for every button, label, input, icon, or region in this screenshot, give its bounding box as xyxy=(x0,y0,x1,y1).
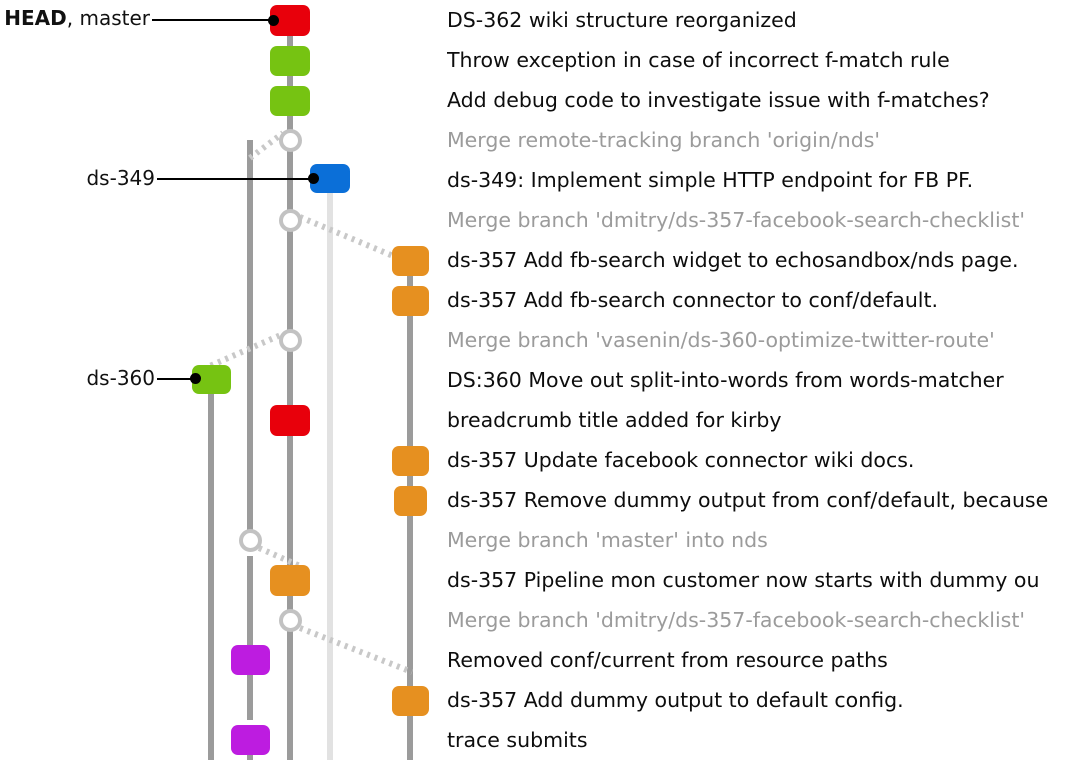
ref-leader-line xyxy=(157,178,314,180)
ref-anchor-dot xyxy=(308,173,319,184)
commit-message-row[interactable]: ds-357 Update facebook connector wiki do… xyxy=(447,448,915,472)
commit-node-magenta[interactable] xyxy=(231,645,270,675)
graph-edges xyxy=(194,36,414,760)
commit-message-row[interactable]: ds-357 Add fb-search connector to conf/d… xyxy=(447,288,939,312)
commit-node-orange[interactable] xyxy=(392,286,429,316)
commit-message-row[interactable]: Add debug code to investigate issue with… xyxy=(447,88,990,112)
commit-node-green[interactable] xyxy=(270,86,310,116)
commit-node-green[interactable] xyxy=(270,46,310,76)
merge-node-ring[interactable] xyxy=(239,529,262,552)
commit-message-row[interactable]: Removed conf/current from resource paths xyxy=(447,648,888,672)
merge-node-ring[interactable] xyxy=(279,129,302,152)
ref-label-head-text: HEAD xyxy=(4,6,67,30)
commit-node-orange[interactable] xyxy=(394,486,427,516)
ref-label-ds-360-text: ds-360 xyxy=(86,366,155,390)
commit-message-row[interactable]: ds-349: Implement simple HTTP endpoint f… xyxy=(447,168,974,192)
commit-node-orange[interactable] xyxy=(392,446,429,476)
commit-message-row[interactable]: Merge remote-tracking branch 'origin/nds… xyxy=(447,128,881,152)
commit-node-magenta[interactable] xyxy=(231,725,270,755)
merge-node-ring[interactable] xyxy=(279,329,302,352)
ref-label-head-master[interactable]: HEAD, master xyxy=(0,6,150,30)
commit-node-orange[interactable] xyxy=(392,246,429,276)
ref-label-master-text: , master xyxy=(66,6,150,30)
commit-graph-column: HEAD, master ds-349 ds-360 xyxy=(0,0,440,760)
commit-message-row[interactable]: ds-357 Add dummy output to default confi… xyxy=(447,688,904,712)
commit-message-row[interactable]: Merge branch 'dmitry/ds-357-facebook-sea… xyxy=(447,208,1026,232)
commit-node-orange[interactable] xyxy=(270,565,310,596)
commit-message-row[interactable]: trace submits xyxy=(447,728,588,752)
commit-message-row[interactable]: ds-357 Pipeline mon customer now starts … xyxy=(447,568,1040,592)
commit-message-row[interactable]: Throw exception in case of incorrect f-m… xyxy=(447,48,950,72)
ref-label-ds-360[interactable]: ds-360 xyxy=(0,366,155,390)
commit-message-row[interactable]: breadcrumb title added for kirby xyxy=(447,408,782,432)
commit-node-red[interactable] xyxy=(270,405,310,436)
ref-leader-line xyxy=(152,19,274,21)
ref-anchor-dot xyxy=(190,373,201,384)
commit-message-row[interactable]: Merge branch 'vasenin/ds-360-optimize-tw… xyxy=(447,328,995,352)
commit-message-column: DS-362 wiki structure reorganized Throw … xyxy=(447,0,1068,760)
ref-label-ds-349[interactable]: ds-349 xyxy=(0,166,155,190)
commit-message-row[interactable]: Merge branch 'dmitry/ds-357-facebook-sea… xyxy=(447,608,1026,632)
commit-node-orange[interactable] xyxy=(392,686,429,716)
merge-node-ring[interactable] xyxy=(279,609,302,632)
ref-anchor-dot xyxy=(268,15,279,26)
merge-node-ring[interactable] xyxy=(279,209,302,232)
commit-message-row[interactable]: Merge branch 'master' into nds xyxy=(447,528,768,552)
commit-message-row[interactable]: ds-357 Add fb-search widget to echosandb… xyxy=(447,248,1019,272)
ref-label-ds-349-text: ds-349 xyxy=(86,166,155,190)
ref-leader-line xyxy=(157,378,197,380)
commit-message-row[interactable]: ds-357 Remove dummy output from conf/def… xyxy=(447,488,1049,512)
commit-message-row[interactable]: DS-362 wiki structure reorganized xyxy=(447,8,797,32)
commit-message-row[interactable]: DS:360 Move out split-into-words from wo… xyxy=(447,368,1004,392)
